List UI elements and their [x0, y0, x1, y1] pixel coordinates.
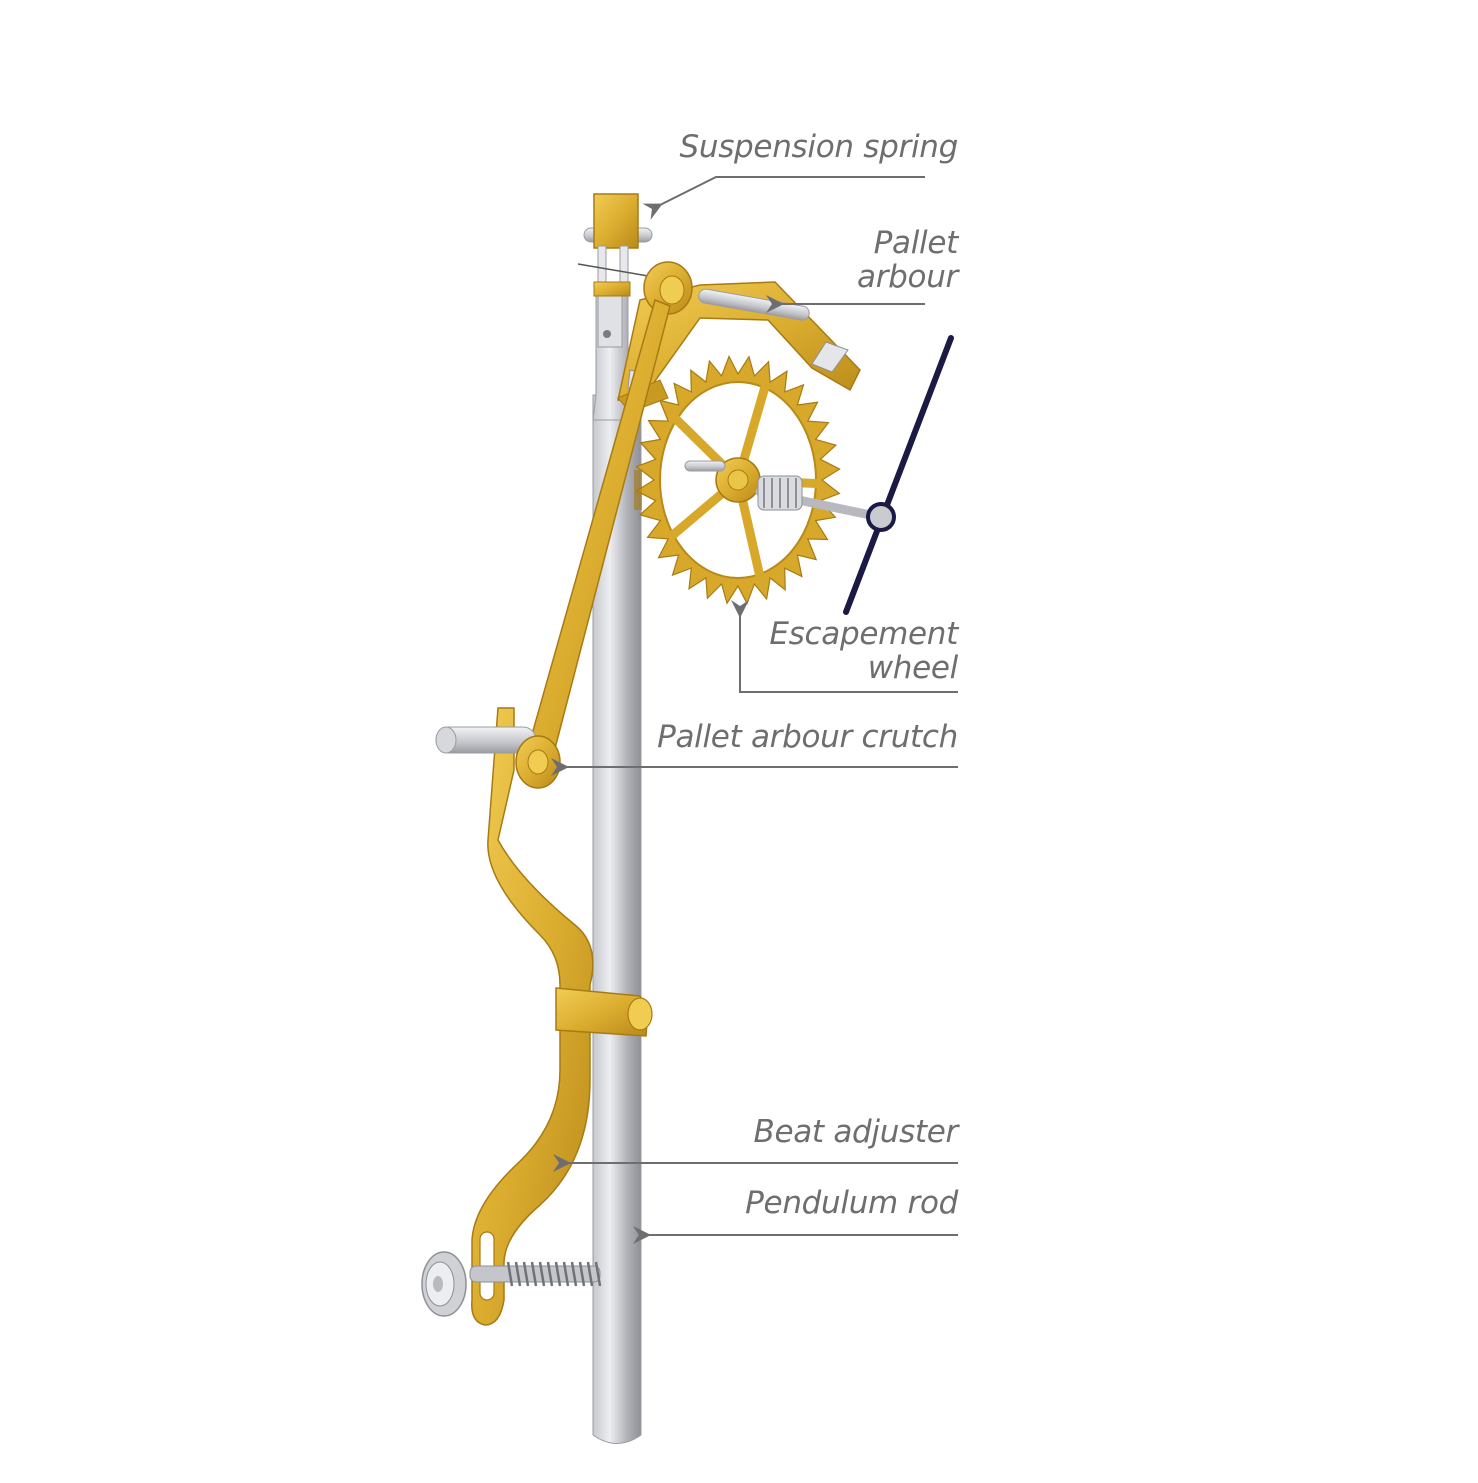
- screw-thread: [522, 1261, 530, 1287]
- pinion: [757, 475, 803, 511]
- crutch-pivot: [435, 726, 561, 789]
- screw-thread: [578, 1261, 586, 1287]
- label-pallet-arbour: Pallet arbour: [857, 226, 958, 294]
- suspension-spring: [577, 193, 661, 297]
- label-escapement-wheel: Escapement wheel: [769, 617, 958, 685]
- screw-thread: [514, 1261, 522, 1287]
- label-pendulum-rod: Pendulum rod: [745, 1185, 958, 1221]
- label-beat-adjuster: Beat adjuster: [753, 1114, 958, 1150]
- screw-thread: [586, 1261, 594, 1287]
- screw-thread: [594, 1261, 602, 1287]
- label-escapement-wheel-line1: Escapement: [769, 616, 958, 652]
- adjusting-screw: [421, 1251, 602, 1317]
- leader-lines: [551, 176, 958, 1244]
- screw-thread: [506, 1261, 514, 1287]
- wheel-arbour: [684, 460, 885, 522]
- label-pallet-arbour-line1: Pallet: [873, 225, 959, 261]
- screw-thread: [538, 1261, 546, 1287]
- pendulum-rod: [592, 289, 642, 1444]
- label-pallet-arbour-crutch: Pallet arbour crutch: [657, 719, 958, 755]
- screw-thread: [546, 1261, 554, 1287]
- label-pallet-arbour-line2: arbour: [857, 259, 958, 295]
- screw-thread: [530, 1261, 538, 1287]
- screw-thread: [554, 1261, 562, 1287]
- leader-suspension-spring: [642, 176, 925, 220]
- seconds-hand: [843, 335, 954, 615]
- leader-escapement-wheel: [731, 600, 958, 693]
- screw-thread: [570, 1261, 578, 1287]
- escapement-wheel: [635, 355, 841, 605]
- label-escapement-wheel-line2: wheel: [867, 650, 959, 686]
- label-suspension-spring: Suspension spring: [679, 129, 958, 165]
- screw-thread: [562, 1261, 570, 1287]
